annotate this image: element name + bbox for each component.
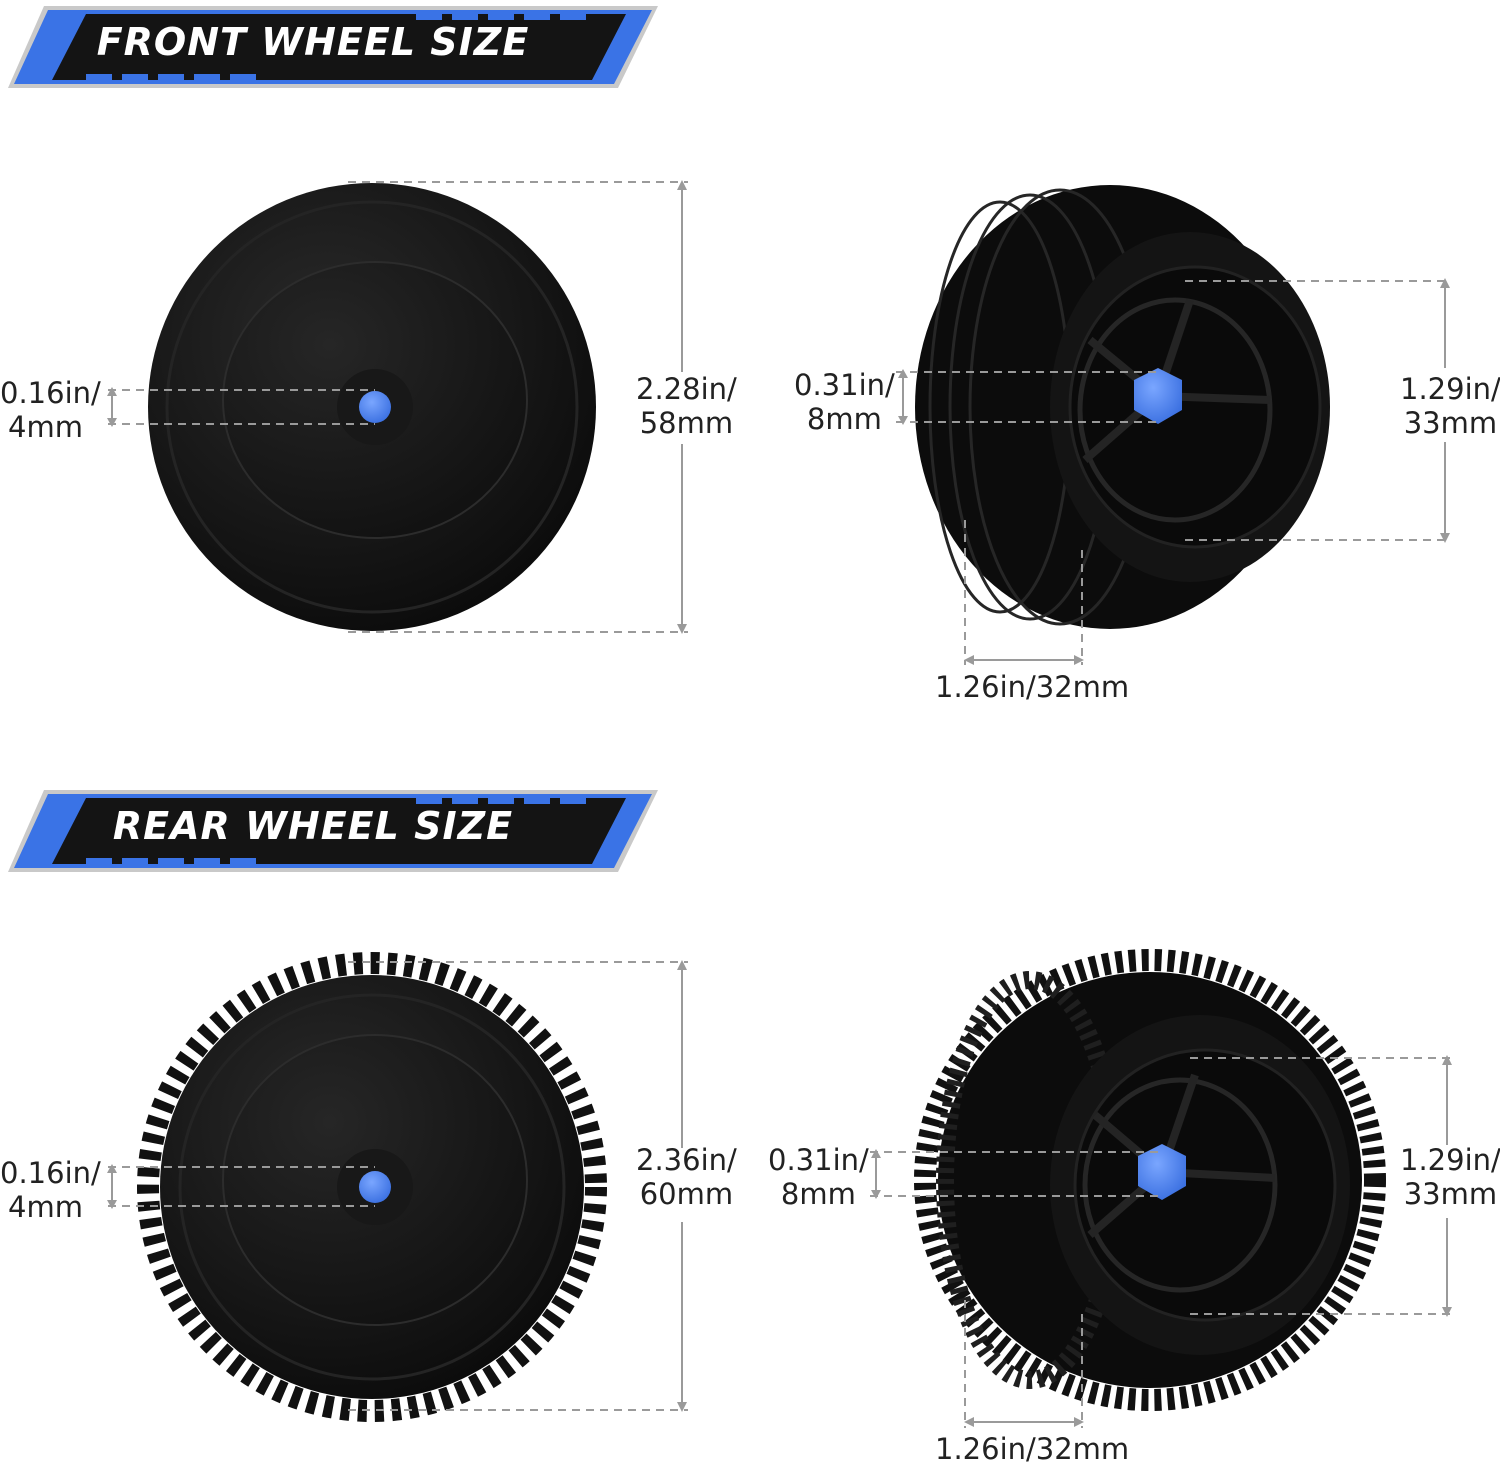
front-wheel-side — [148, 183, 596, 631]
rear-wheel-angle — [914, 949, 1386, 1411]
rear-hex-hub — [1138, 1144, 1186, 1200]
front-axle-hole — [359, 391, 391, 423]
rear-axle-hole — [359, 1171, 391, 1203]
rear-hex-label: 0.31in/8mm — [768, 1143, 869, 1211]
front-width-label: 1.26in/32mm — [935, 670, 1130, 704]
dimension-lines — [108, 181, 1452, 1428]
rear-rim-label: 1.29in/33mm — [1400, 1143, 1500, 1211]
front-hole-label: 0.16in/4mm — [0, 376, 101, 444]
front-rim-label: 1.29in/33mm — [1400, 372, 1500, 440]
front-wheel-angle — [915, 185, 1330, 629]
rear-title: REAR WHEEL SIZE — [112, 804, 514, 848]
front-hex-hub — [1134, 368, 1182, 424]
rear-width-label: 1.26in/32mm — [935, 1432, 1130, 1466]
front-title: FRONT WHEEL SIZE — [96, 20, 530, 64]
rear-diameter-label: 2.36in/60mm — [636, 1143, 737, 1211]
rear-wheel-side — [137, 952, 607, 1422]
rear-hole-label: 0.16in/4mm — [0, 1156, 101, 1224]
front-banner: FRONT WHEEL SIZE — [6, 4, 660, 90]
front-hex-label: 0.31in/8mm — [794, 368, 895, 436]
front-diameter-label: 2.28in/58mm — [636, 372, 737, 440]
rear-banner: REAR WHEEL SIZE — [6, 788, 660, 874]
